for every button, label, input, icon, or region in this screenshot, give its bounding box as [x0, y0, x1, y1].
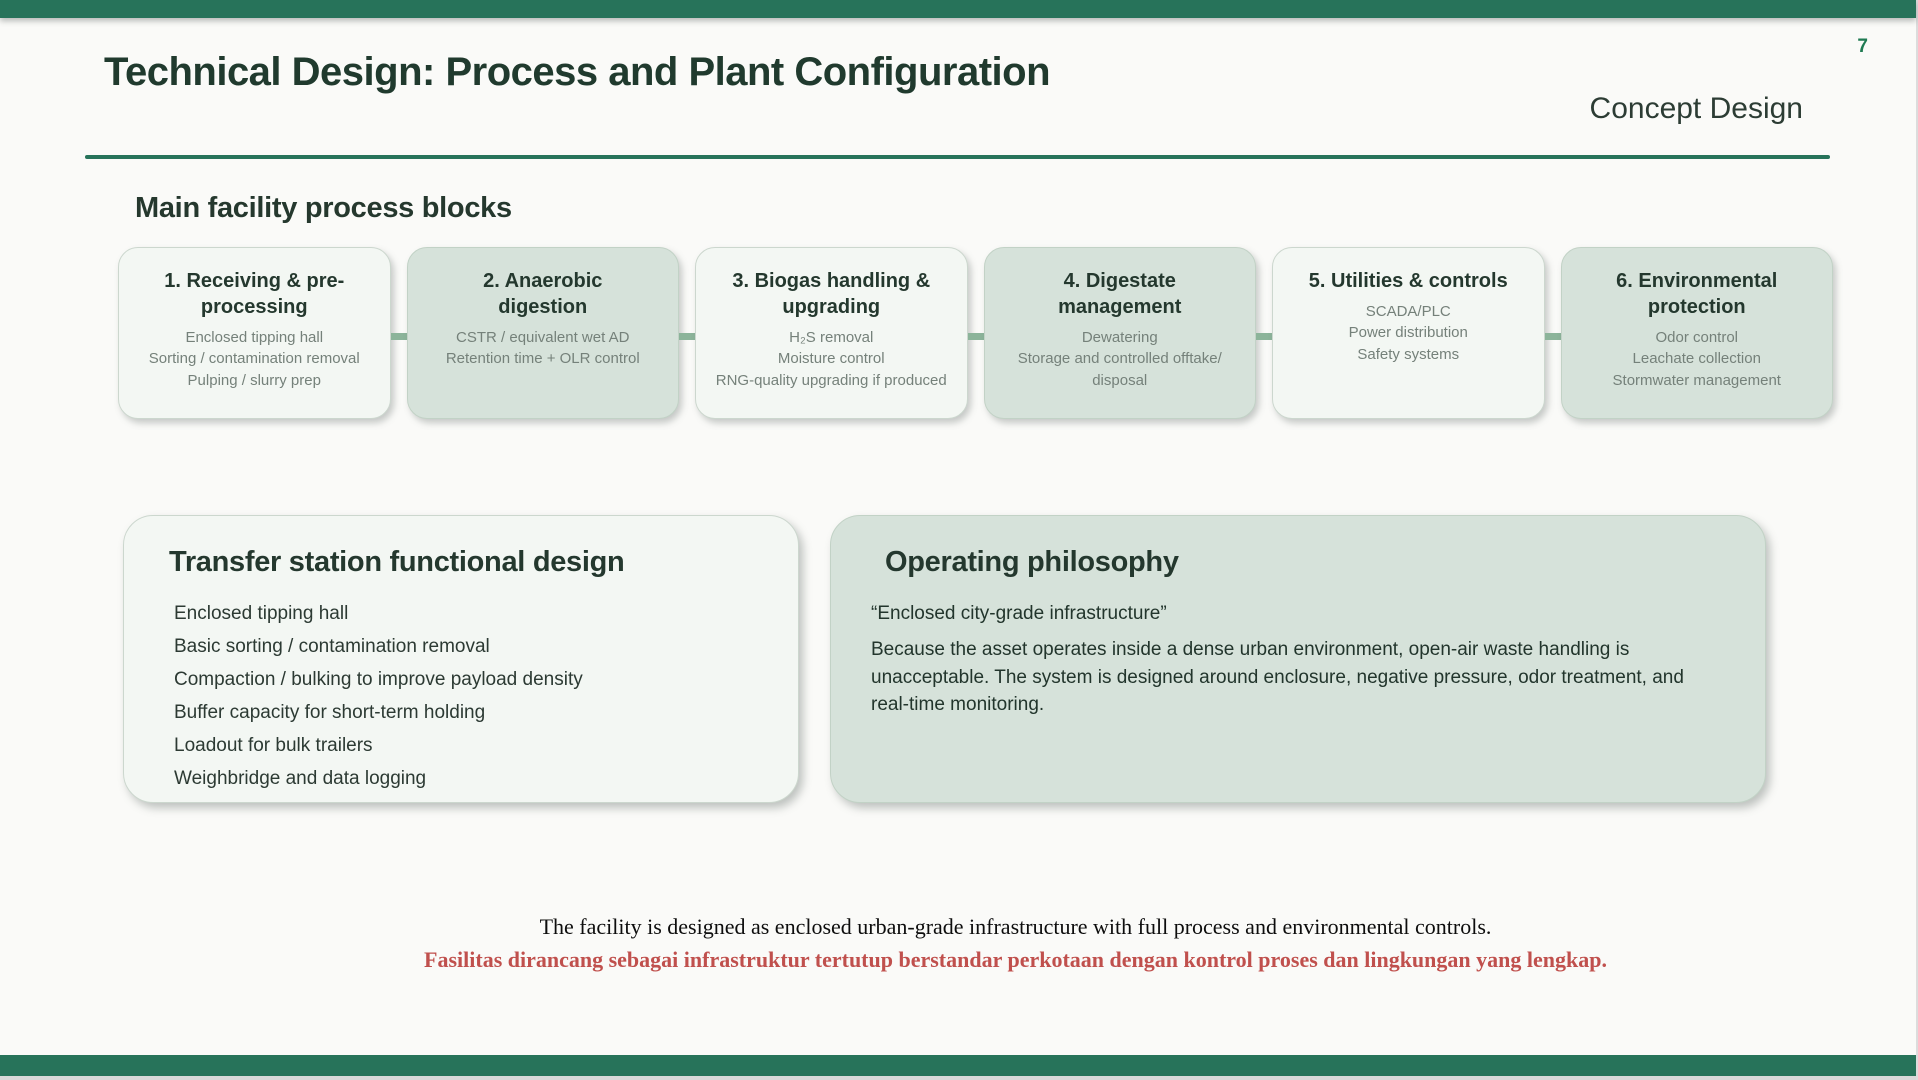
process-block-item: H₂S removal: [789, 329, 874, 346]
process-block-item: CSTR / equivalent wet AD: [456, 329, 630, 346]
transfer-list-item: Loadout for bulk trailers: [174, 735, 373, 756]
bottom-accent-bar: [0, 1055, 1916, 1076]
bottom-edge-strip: [0, 1076, 1916, 1080]
process-block-item: Odor control: [1655, 329, 1739, 346]
process-block-item: Leachate collection: [1632, 350, 1761, 368]
process-block-item: Safety systems: [1357, 345, 1460, 363]
slide-title: Technical Design: Process and Plant Conf…: [104, 50, 1051, 94]
footer-line-indonesian: Fasilitas dirancang sebagai infrastruktu…: [424, 947, 1607, 972]
block-connector: [1544, 333, 1561, 340]
process-block-item: Retention time + OLR control: [445, 350, 640, 368]
process-block-item: Storage and controlled offtake/ disposal: [1017, 350, 1222, 389]
process-block-item: Pulping / slurry prep: [187, 371, 321, 389]
section-heading: Main facility process blocks: [135, 192, 512, 224]
operating-philosophy-body: Because the asset operates inside a dens…: [871, 639, 1684, 716]
footer-line-english: The facility is designed as enclosed urb…: [539, 914, 1492, 939]
page-number: 7: [1857, 36, 1868, 57]
process-block-title: 6. Environmental protection: [1616, 270, 1778, 318]
transfer-station-title: Transfer station functional design: [169, 546, 625, 578]
process-block-title: 4. Digestate management: [1058, 270, 1182, 318]
slide-subtitle: Concept Design: [1589, 92, 1803, 125]
operating-philosophy-quote: “Enclosed city-grade infrastructure”: [871, 603, 1167, 624]
footer-text: The facility is designed as enclosed urb…: [115, 914, 1916, 973]
transfer-list-item: Weighbridge and data logging: [174, 768, 427, 789]
transfer-station-panel: Transfer station functional design Enclo…: [123, 515, 799, 803]
process-block-title: 1. Receiving & pre-processing: [164, 270, 345, 318]
process-block-item: Stormwater management: [1612, 371, 1781, 389]
operating-philosophy-panel: Operating philosophy “Enclosed city-grad…: [830, 515, 1766, 803]
process-block-item: Sorting / contamination removal: [148, 350, 360, 368]
process-block-item: Moisture control: [777, 350, 885, 368]
block-connector: [1256, 333, 1272, 340]
process-block-item: Power distribution: [1348, 324, 1468, 342]
process-block-item: SCADA/PLC: [1365, 303, 1451, 320]
transfer-list-item: Basic sorting / contamination removal: [174, 636, 490, 657]
process-block-title: 2. Anaerobic digestion: [483, 270, 603, 318]
process-block-title: 5. Utilities & controls: [1308, 270, 1508, 292]
transfer-list-item: Enclosed tipping hall: [174, 603, 349, 624]
block-connector: [679, 333, 695, 340]
transfer-list-item: Buffer capacity for short-term holding: [174, 702, 486, 723]
process-block-title: 3. Biogas handling & upgrading: [732, 270, 931, 318]
process-block-item: RNG-quality upgrading if produced: [715, 371, 947, 389]
title-divider-rule: [85, 155, 1830, 159]
operating-philosophy-title: Operating philosophy: [885, 546, 1179, 578]
process-block-item: Enclosed tipping hall: [185, 329, 324, 346]
transfer-list-item: Compaction / bulking to improve payload …: [174, 669, 583, 690]
process-block-item: Dewatering: [1081, 329, 1158, 346]
block-connector: [390, 333, 407, 340]
block-connector: [967, 333, 984, 340]
top-accent-bar: [0, 0, 1916, 18]
